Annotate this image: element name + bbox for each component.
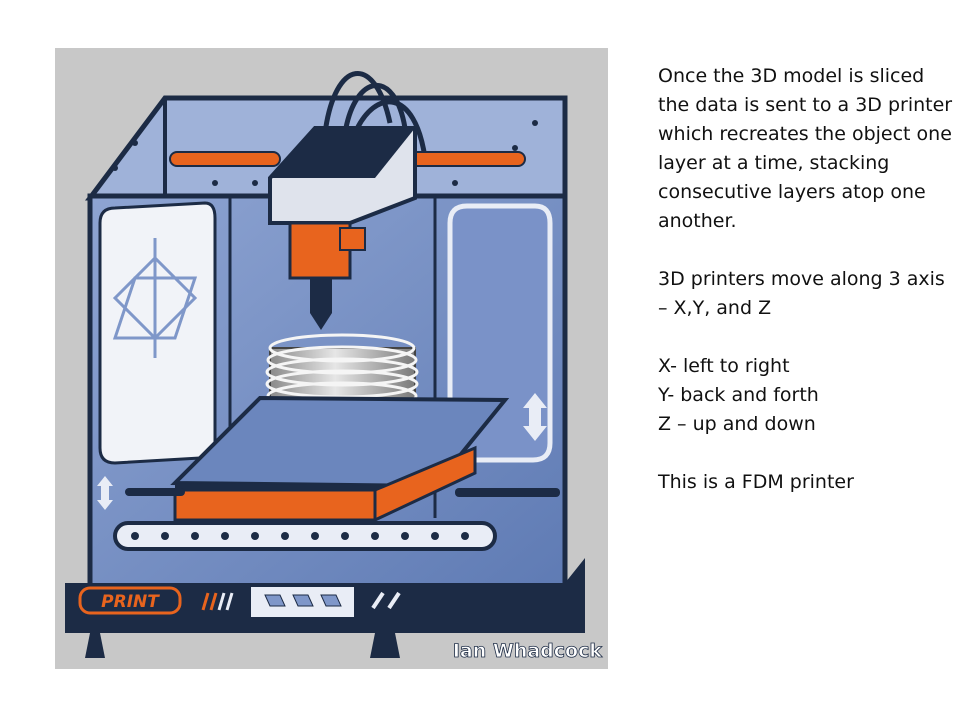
print-button: [78, 586, 182, 615]
printer-illustration: PRINT Ian Whadcock: [55, 48, 608, 669]
print-label: PRINT: [101, 592, 160, 612]
panel-slots: [371, 591, 401, 610]
z-axis-arrow: [523, 393, 547, 441]
axis-list: X- left to right Y- back and forth Z – u…: [658, 352, 958, 439]
fdm-printer-drawing: PRINT Ian Whadcock: [65, 71, 603, 662]
z-axis-arrow-small: [97, 476, 113, 510]
panel-indicator-lines: [201, 592, 218, 611]
window-diagram: [112, 238, 198, 358]
x-rail-left: [169, 151, 281, 167]
conveyor-belt: [113, 521, 497, 551]
printer-type-note: This is a FDM printer: [658, 471, 854, 493]
filament-tubes: [322, 71, 428, 159]
extruder-nozzle: [310, 278, 332, 313]
slide-text: Once the 3D model is sliced the data is …: [658, 62, 958, 526]
axis-y: Y- back and forth: [658, 384, 819, 406]
illustration-credit: Ian Whadcock: [453, 640, 603, 662]
bed-carriage: [173, 488, 377, 522]
axis-z: Z – up and down: [658, 413, 816, 435]
axis-intro: 3D printers move along 3 axis – X,Y, and…: [658, 268, 945, 319]
description-paragraph: Once the 3D model is sliced the data is …: [658, 65, 953, 232]
conveyor-rollers: [131, 532, 469, 540]
axis-x: X- left to right: [658, 355, 790, 377]
